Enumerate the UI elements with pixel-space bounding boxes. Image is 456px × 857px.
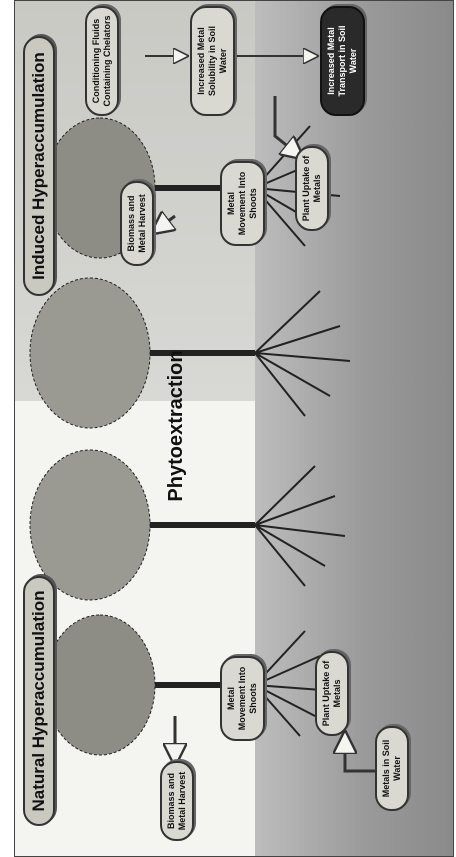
tree-induced-1 — [30, 278, 350, 428]
diagram-frame: Phytoextraction Natural Hyperaccumulatio… — [14, 0, 454, 857]
natural-metals-in-soil-label: Metals in Soil Water — [375, 726, 409, 811]
induced-metal-movement-label: Metal Movement Into Shoots — [220, 161, 265, 246]
induced-plant-uptake-label: Plant Uptake of Metals — [295, 146, 329, 231]
diagram-title: Phytoextraction — [165, 326, 188, 526]
induced-biomass-harvest-label: Biomass and Metal Harvest — [120, 181, 154, 266]
arrow-natural-soil-to-uptake — [345, 736, 375, 771]
arrow-induced-to-uptake — [275, 96, 300, 156]
natural-hyperaccumulation-header: Natural Hyperaccumulation — [23, 576, 55, 826]
increased-metal-solubility-label: Increased Metal Solubility in Soil Water — [190, 6, 235, 116]
conditioning-fluids-label: Conditioning Fluids Containing Chelators — [85, 6, 119, 116]
phytoextraction-diagram: Phytoextraction Natural Hyperaccumulatio… — [15, 1, 453, 856]
arrow-induced-to-harvest — [155, 216, 175, 231]
natural-plant-uptake-label: Plant Uptake of Metals — [315, 651, 349, 736]
tree-natural-1 — [45, 615, 335, 755]
natural-metal-movement-label: Metal Movement Into Shoots — [220, 656, 265, 741]
increased-metal-transport-label: Increased Metal Transport in Soil Water — [320, 6, 365, 116]
induced-hyperaccumulation-header: Induced Hyperaccumulation — [23, 36, 55, 296]
natural-biomass-harvest-label: Biomass and Metal Harvest — [160, 761, 194, 841]
